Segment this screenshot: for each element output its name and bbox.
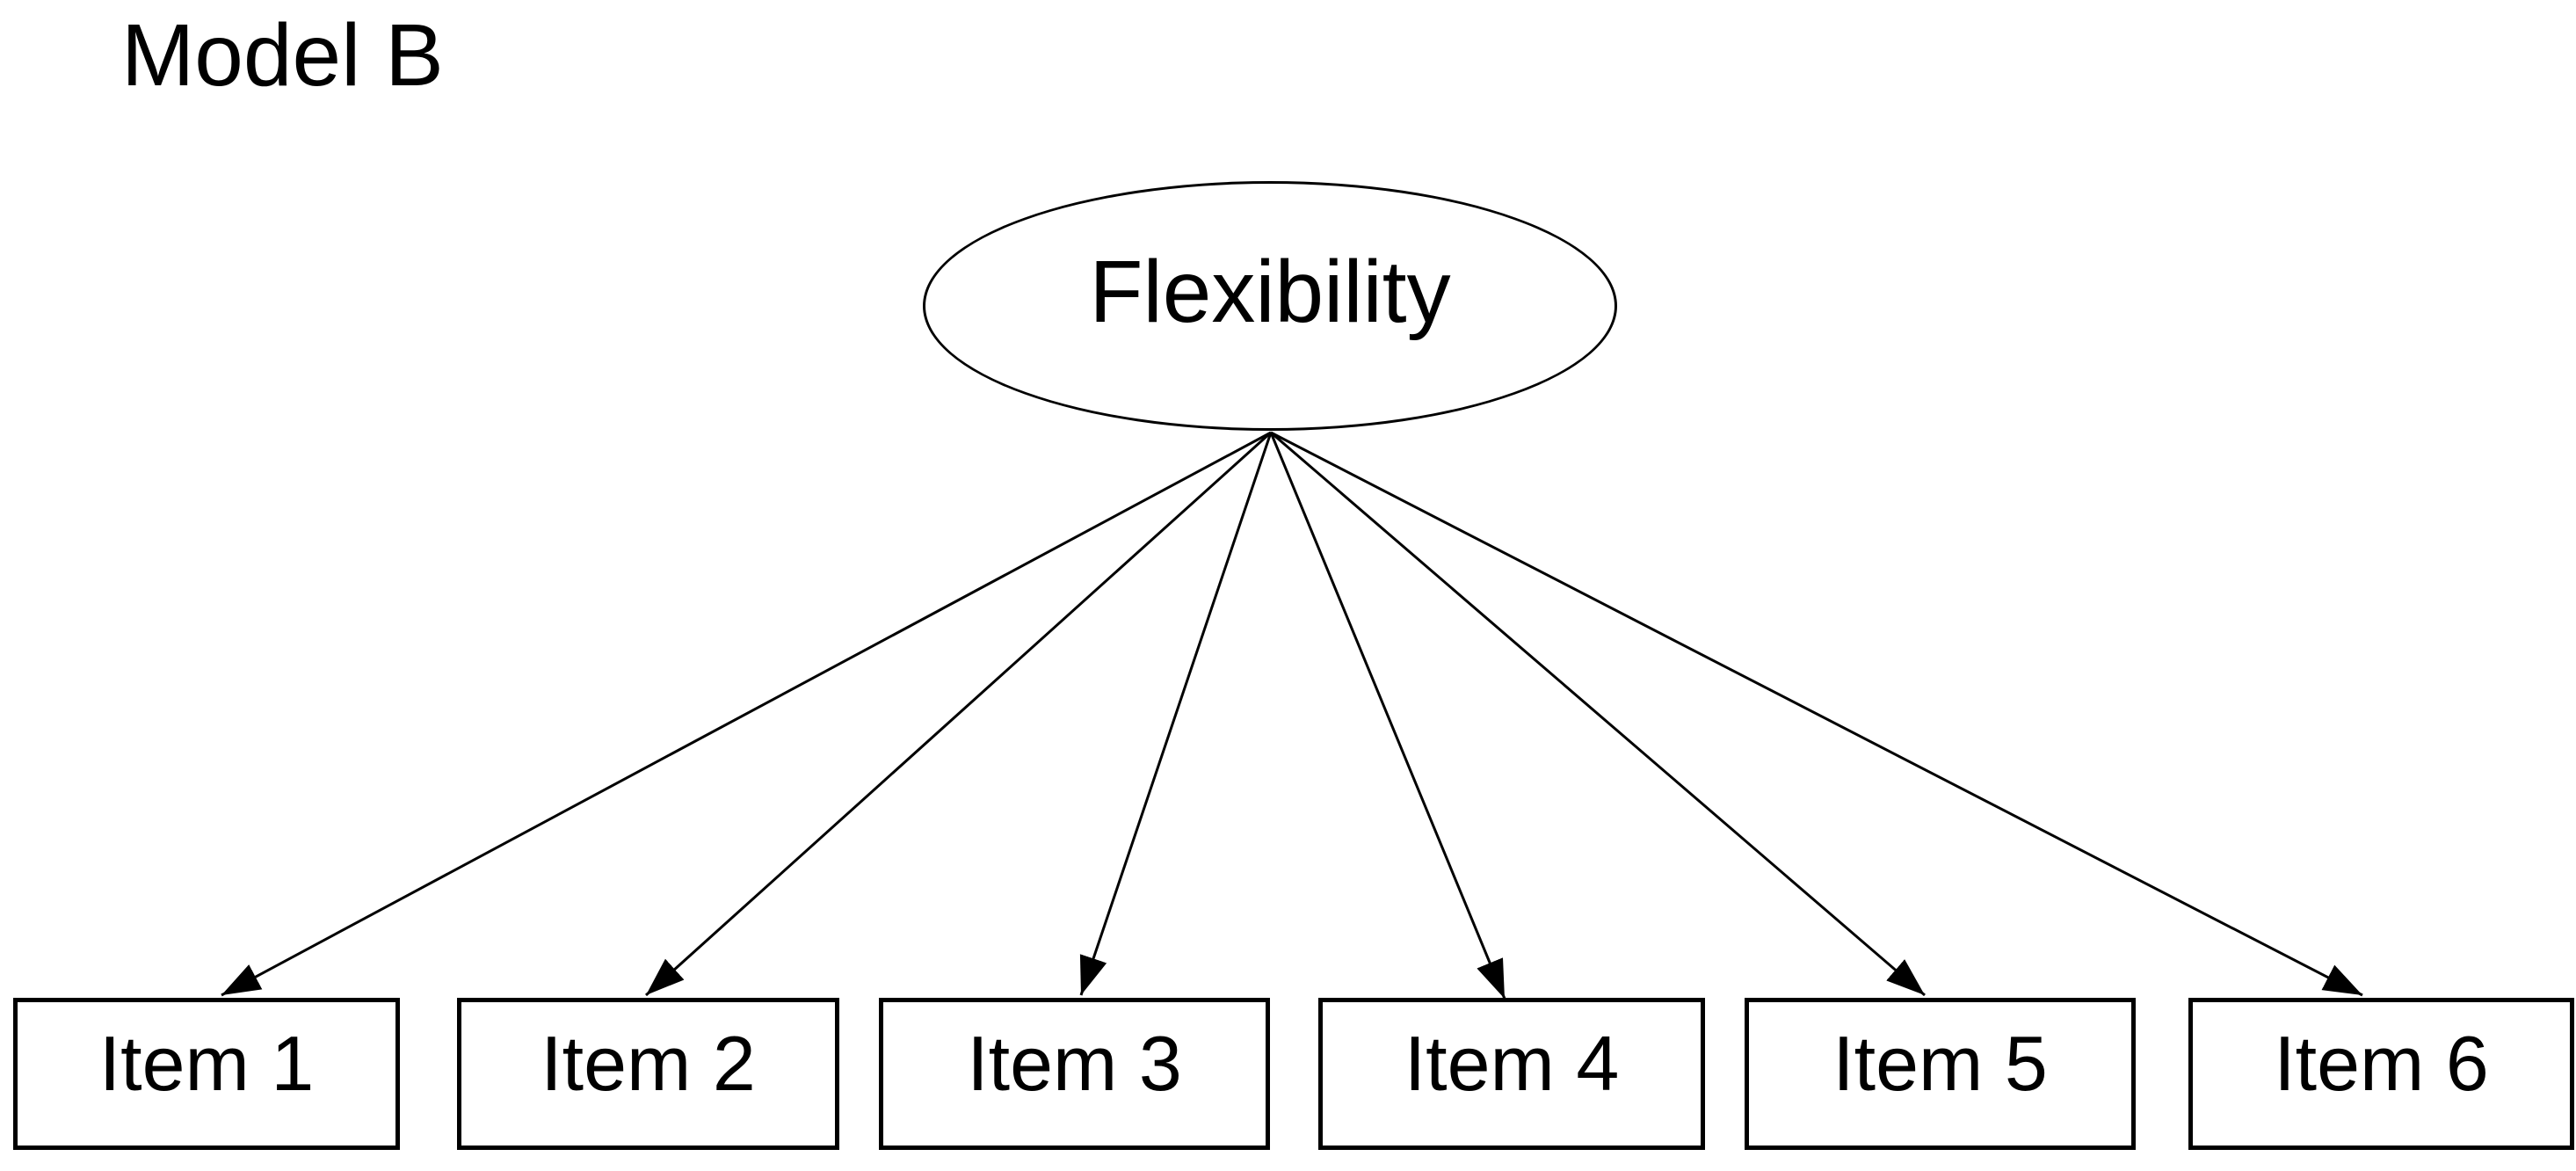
item-box-6: Item 6 bbox=[2188, 998, 2574, 1150]
item-label-5: Item 5 bbox=[1832, 1019, 2048, 1107]
arrow-factor-to-item-6 bbox=[1270, 431, 2363, 997]
item-box-1: Item 1 bbox=[13, 998, 400, 1150]
arrow-factor-to-item-1 bbox=[221, 431, 1272, 997]
item-box-3: Item 3 bbox=[879, 998, 1270, 1150]
arrow-factor-to-item-2 bbox=[644, 431, 1273, 997]
arrow-factor-to-item-4 bbox=[1269, 432, 1506, 1000]
item-box-5: Item 5 bbox=[1745, 998, 2136, 1150]
item-label-4: Item 4 bbox=[1404, 1019, 1620, 1107]
item-label-3: Item 3 bbox=[967, 1019, 1182, 1107]
arrow-factor-to-item-5 bbox=[1270, 431, 1926, 997]
latent-factor-label: Flexibility bbox=[1089, 243, 1451, 341]
item-box-2: Item 2 bbox=[457, 998, 839, 1150]
latent-factor-ellipse: Flexibility bbox=[923, 181, 1617, 431]
item-label-2: Item 2 bbox=[541, 1019, 756, 1107]
item-box-4: Item 4 bbox=[1318, 998, 1705, 1150]
arrow-factor-to-item-3 bbox=[1079, 432, 1273, 996]
item-label-1: Item 1 bbox=[98, 1019, 315, 1107]
item-label-6: Item 6 bbox=[2274, 1019, 2489, 1107]
diagram-title: Model B bbox=[121, 6, 444, 105]
